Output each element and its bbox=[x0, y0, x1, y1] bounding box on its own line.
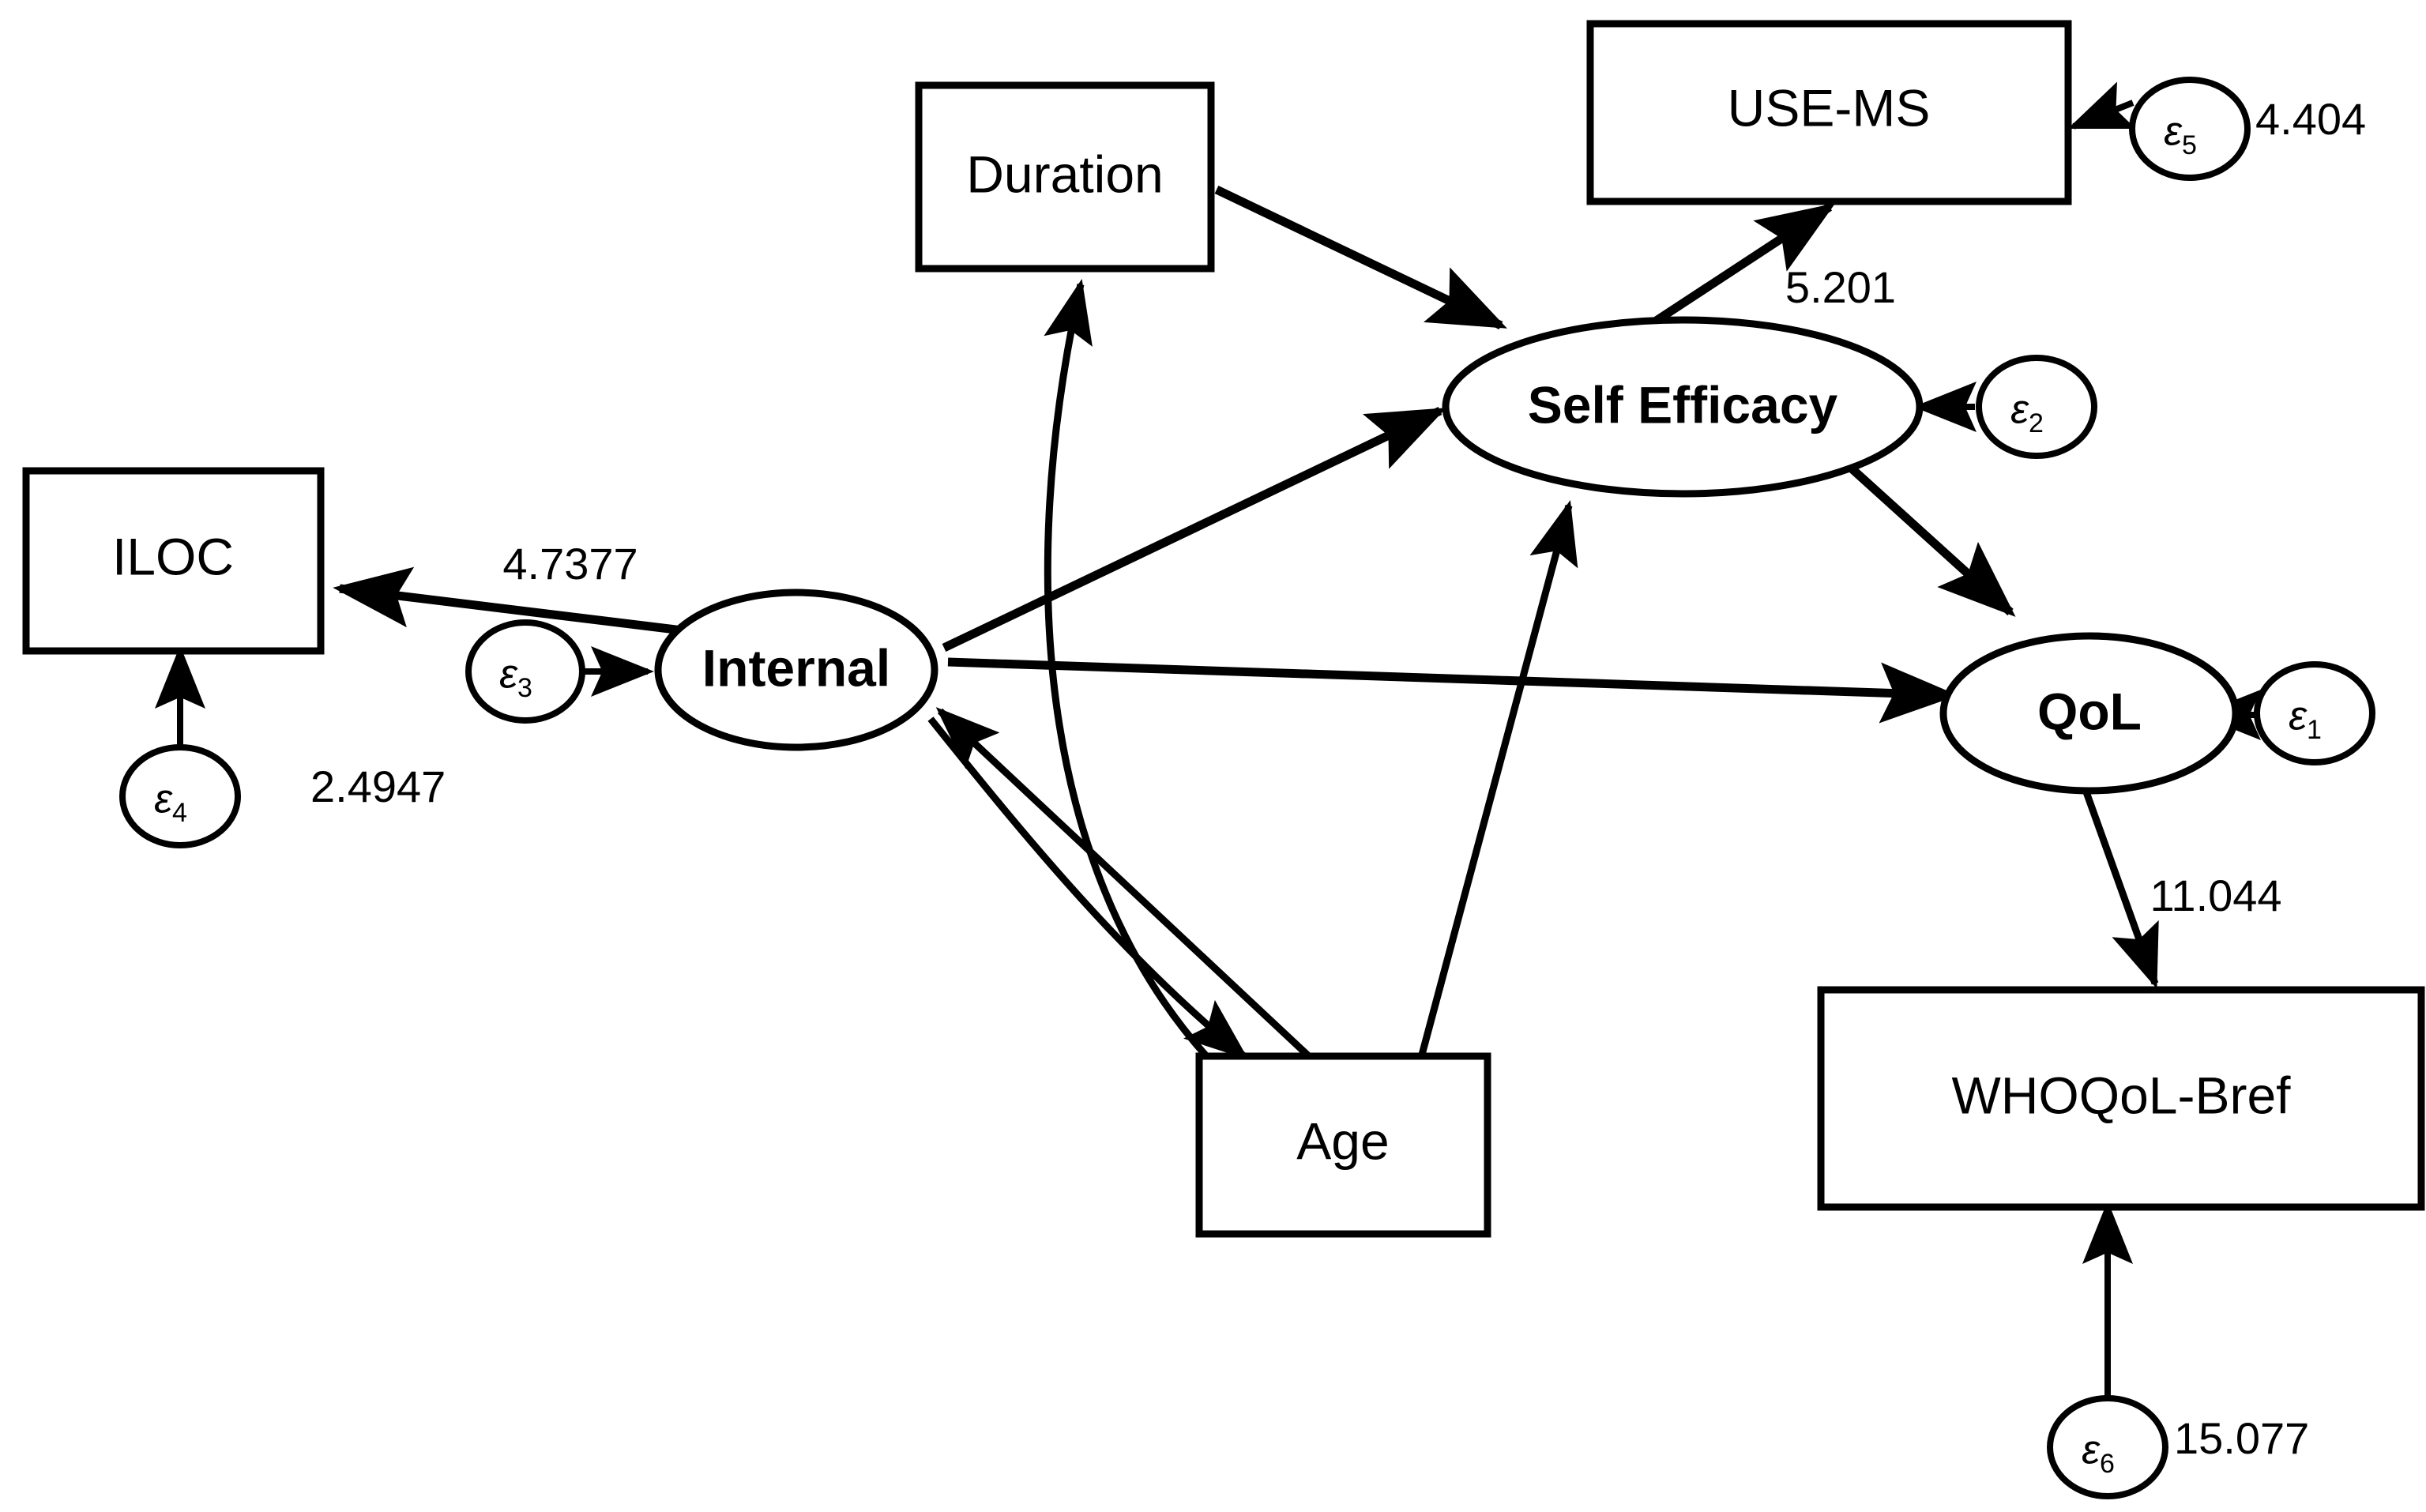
error-term-e6[interactable]: ε6 bbox=[2047, 1395, 2168, 1499]
node-age-label: Age bbox=[1296, 1111, 1389, 1170]
edge-internal-to-iloc bbox=[333, 566, 696, 637]
error-value-e4: 2.4947 bbox=[310, 762, 446, 811]
node-self-efficacy[interactable]: Self Efficacy bbox=[1442, 316, 1924, 498]
edge-e5-to-use-ms bbox=[2067, 81, 2136, 130]
error-term-e2-subscript: 2 bbox=[2029, 408, 2044, 438]
edge-label-qol-whoqol: 11.044 bbox=[2150, 871, 2281, 920]
edge-age-to-duration bbox=[1044, 278, 1212, 1062]
error-term-e2[interactable]: ε2 bbox=[1976, 355, 2097, 459]
edge-qol-to-whoqol bbox=[2082, 788, 2159, 989]
node-iloc-label: ILOC bbox=[112, 527, 234, 585]
edge-self-efficacy-to-qol bbox=[1841, 458, 2016, 617]
node-iloc[interactable]: ILOC bbox=[22, 467, 325, 655]
error-term-e3[interactable]: ε3 bbox=[465, 619, 585, 724]
error-term-e6-subscript: 6 bbox=[2100, 1449, 2115, 1479]
error-term-e5[interactable]: ε5 bbox=[2129, 77, 2251, 181]
error-term-e3-subscript: 3 bbox=[517, 673, 532, 703]
node-age[interactable]: Age bbox=[1195, 1052, 1491, 1238]
node-qol[interactable]: QoL bbox=[1939, 632, 2240, 795]
edge-label-internal-iloc: 4.7377 bbox=[502, 539, 638, 589]
node-whoqol-bref[interactable]: WHOQoL-Bref bbox=[1817, 986, 2425, 1211]
edge-internal-to-self-efficacy bbox=[942, 407, 1446, 652]
node-duration[interactable]: Duration bbox=[915, 81, 1215, 273]
node-internal[interactable]: Internal bbox=[654, 589, 938, 751]
error-term-e1[interactable]: ε1 bbox=[2254, 661, 2375, 765]
node-whoqol-bref-label: WHOQoL-Bref bbox=[1951, 1066, 2291, 1124]
edge-duration-to-self-efficacy bbox=[1214, 186, 1507, 329]
error-value-e6: 15.077 bbox=[2174, 1413, 2309, 1463]
edge-age-to-self-efficacy bbox=[1418, 500, 1578, 1056]
edge-age-to-internal bbox=[935, 707, 1315, 1062]
node-use-ms[interactable]: USE-MS bbox=[1586, 20, 2072, 205]
error-term-e5-subscript: 5 bbox=[2182, 130, 2197, 160]
node-duration-label: Duration bbox=[966, 145, 1163, 203]
error-term-e1-subscript: 1 bbox=[2307, 715, 2322, 745]
edge-internal-to-age bbox=[927, 717, 1249, 1060]
node-qol-label: QoL bbox=[2037, 682, 2142, 740]
edge-internal-to-qol bbox=[947, 657, 1958, 724]
node-internal-label: Internal bbox=[702, 638, 890, 697]
error-value-e5: 4.404 bbox=[2255, 94, 2366, 144]
node-self-efficacy-label: Self Efficacy bbox=[1528, 375, 1838, 434]
error-term-e4[interactable]: ε4 bbox=[119, 744, 241, 848]
error-term-e4-subscript: 4 bbox=[172, 798, 187, 828]
edge-label-self-efficacy-use-ms: 5.201 bbox=[1785, 262, 1896, 312]
node-use-ms-label: USE-MS bbox=[1728, 78, 1931, 137]
error-term-e3-label: ε3 bbox=[499, 652, 532, 703]
